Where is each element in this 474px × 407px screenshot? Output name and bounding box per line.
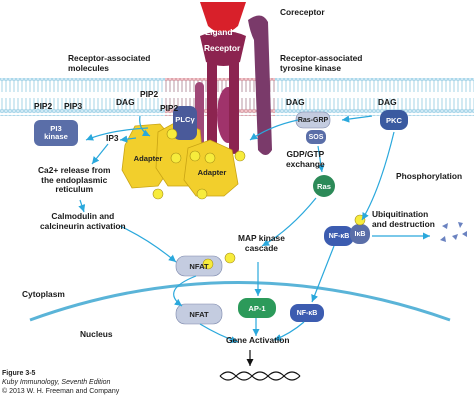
nfat-nuc-label: NFAT (189, 309, 209, 319)
phospho-2 (170, 152, 182, 164)
pip3-a-label: PIP3 (64, 101, 83, 111)
coreceptor-label: Coreceptor (280, 7, 325, 17)
phospho-4 (234, 150, 246, 162)
ras-grp-label: Ras-GRP (297, 116, 329, 124)
figure-number: Figure 3-5 (2, 370, 36, 377)
nfat-nuc-shape (175, 303, 223, 325)
ap1-label: AP-1 (248, 303, 266, 313)
copyright-line: © 2013 W. H. Freeman and Company (2, 388, 120, 395)
arrow-ras (317, 145, 325, 173)
gdp-gtp-label: GDP/GTP exchange (286, 149, 325, 169)
pip2-c-label: PIP2 (160, 103, 179, 113)
receptor-label: Receptor (204, 43, 241, 53)
nfkb-cyto-label: NF-κB (328, 232, 350, 240)
tyrosine-kinase-label: Receptor-associated tyrosine kinase (280, 53, 363, 73)
pi3-kinase-label: PI3 kinase (44, 124, 68, 141)
nfkb-cyto-shape (324, 226, 354, 246)
dna-strand-a (219, 371, 301, 381)
arrow-ga-1 (199, 323, 239, 344)
calmodulin-label: Calmodulin and calcineurin activation (40, 211, 126, 231)
receptor-head (200, 31, 246, 66)
receptor-chain-a (207, 58, 217, 160)
arrow-ga-3 (273, 321, 305, 341)
adapter2-label: Adapter (197, 167, 227, 177)
phospho-3 (204, 152, 216, 164)
arrow-map (261, 197, 317, 247)
ip3-label: IP3 (106, 133, 119, 143)
ikb-shape (350, 224, 370, 244)
dag-c-label: DAG (378, 97, 397, 107)
ligand-shape (200, 2, 246, 33)
pkc-label: PKC (385, 115, 403, 125)
sos-label: SOS (308, 133, 324, 141)
ras-label: Ras (317, 181, 331, 191)
phospho-9 (202, 258, 214, 270)
phosphorylation-label: Phosphorylation (396, 171, 463, 181)
arrow-dag-pkc (341, 115, 373, 123)
arrow-nfkb-nuc (311, 245, 335, 303)
receptor-molecules-label: Receptor-associated molecules (68, 53, 151, 73)
ras-shape (313, 175, 335, 197)
pi3-kinase-shape (34, 120, 78, 146)
plc-label: PLCγ (175, 114, 195, 124)
arrow-ca (91, 143, 109, 165)
ca-release-label: Ca2+ release from the endoplasmic reticu… (38, 165, 111, 195)
pkc-shape (380, 110, 408, 130)
arrows (78, 115, 430, 344)
phospho-group (152, 128, 366, 270)
arrow-nfat-nuc (173, 275, 197, 307)
receptor-chain-b (229, 58, 239, 154)
dag-b-label: DAG (286, 97, 305, 107)
nucleus-label: Nucleus (80, 329, 113, 339)
sos-shape (306, 130, 326, 144)
nfat-cyto-label: NFAT (189, 261, 209, 271)
book-title: Kuby Immunology, Seventh Edition (2, 379, 111, 386)
arrow-dag-rasgrp (249, 119, 299, 141)
arrow-plc-pip2 (139, 115, 151, 137)
phospho-6 (152, 188, 164, 200)
arrow-ip3 (119, 135, 137, 143)
phospho-8 (224, 252, 236, 264)
nfkb-nuc-label: NF-κB (296, 309, 318, 317)
plc-shape (173, 106, 197, 140)
pip2-b-label: PIP2 (140, 89, 159, 99)
nfkb-nuc-shape (290, 304, 324, 322)
arrow-calmodulin (78, 199, 86, 213)
ap1-shape (238, 298, 276, 318)
map-kinase-label: MAP kinase cascade (238, 233, 285, 253)
dag-a-label: DAG (116, 97, 135, 107)
degradation-fragments (440, 222, 467, 242)
gene-activation-label: Gene Activation (226, 335, 290, 345)
cytoplasm-label: Cytoplasm (22, 289, 65, 299)
ligand-label: Ligand (205, 27, 233, 37)
arrow-pkc (361, 131, 395, 221)
coreceptor-shape (248, 15, 272, 156)
phospho-1 (189, 150, 201, 162)
ubiquitination-label: Ubiquitination and destruction (372, 209, 435, 229)
adapter1-label: Adapter (133, 153, 163, 163)
phospho-5 (166, 128, 178, 140)
phospho-7 (196, 188, 208, 200)
dna-strand-b (219, 371, 301, 381)
nuclear-envelope (29, 281, 451, 322)
ikb-label: IκB (354, 230, 366, 238)
pip2-a-label: PIP2 (34, 101, 53, 111)
arrow-nfat (119, 225, 177, 263)
